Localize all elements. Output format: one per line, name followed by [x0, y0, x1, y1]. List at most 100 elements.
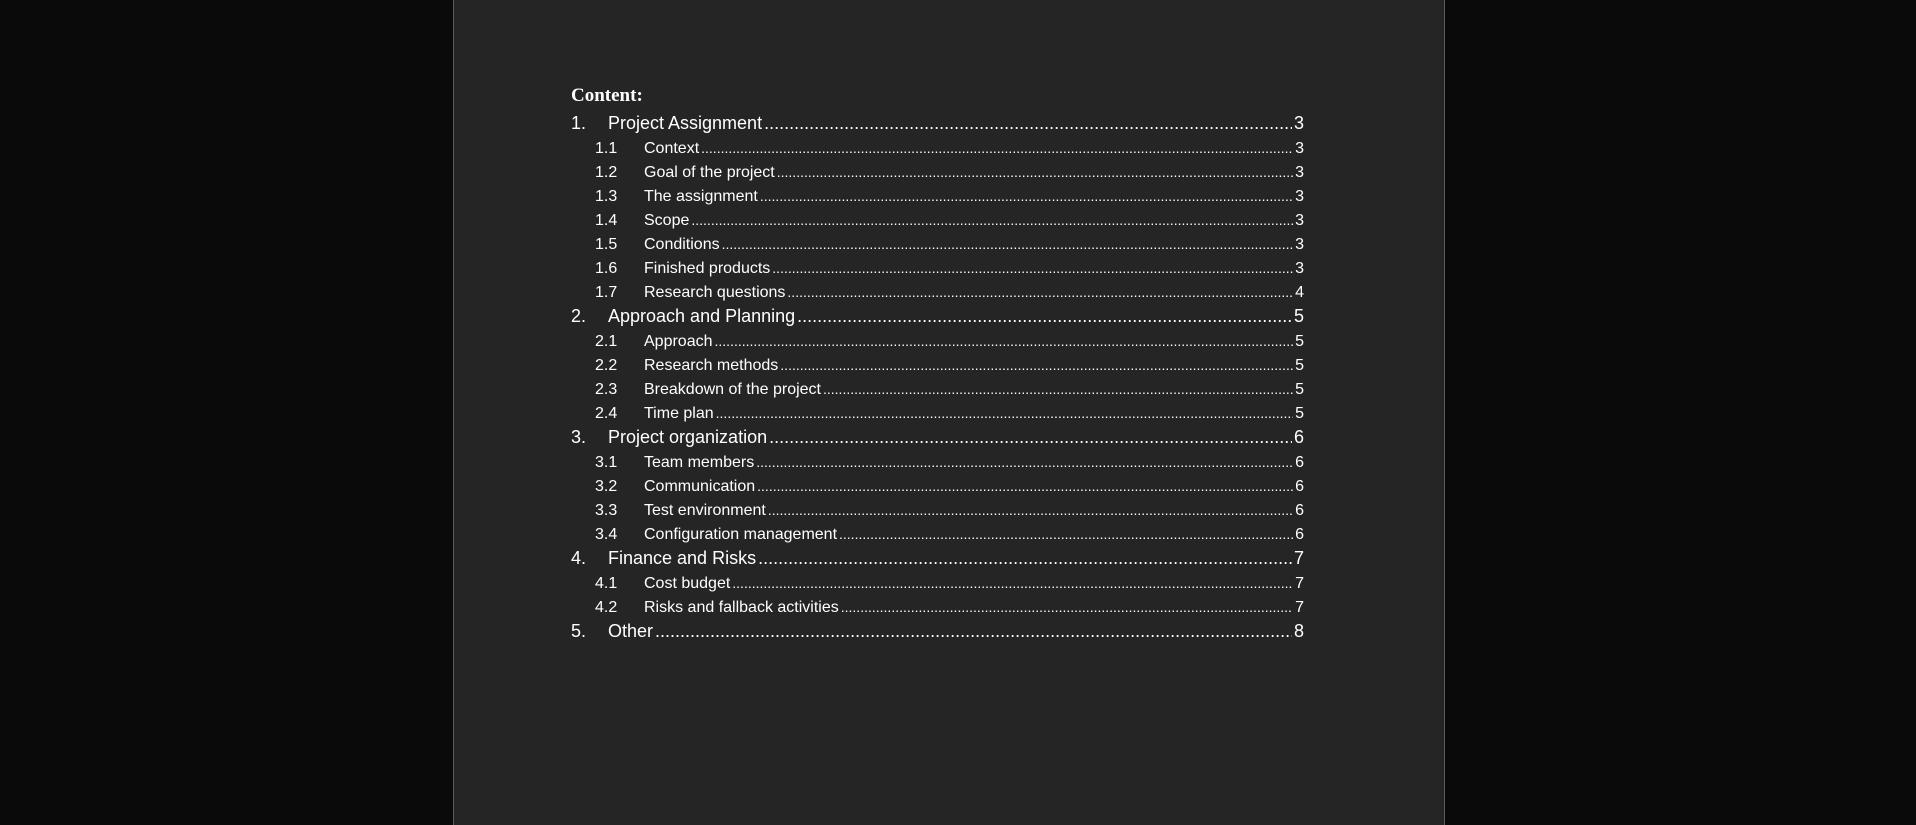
- toc-entry-label: Breakdown of the project: [644, 381, 821, 398]
- toc-dot-leader: [769, 425, 1292, 450]
- toc-entry-label: Research questions: [644, 284, 786, 301]
- toc-entry-chapter[interactable]: 5. Other 8: [571, 619, 1304, 644]
- toc-entry-page-number: 6: [1295, 478, 1304, 495]
- toc-entry-section[interactable]: 3.2 Communication 6: [571, 474, 1304, 498]
- toc-entry-label: Context: [644, 140, 700, 157]
- document-page: Content: 1.Project Assignment31.1Context…: [453, 0, 1445, 825]
- toc-entry-label: Finished products: [644, 260, 771, 277]
- toc-entry-number: 1.6: [595, 260, 618, 277]
- toc-entry-number: 1.4: [595, 212, 618, 229]
- toc-entry-page-number: 7: [1295, 599, 1304, 616]
- toc-entry-page-number: 3: [1295, 260, 1304, 277]
- toc-dot-leader: [655, 619, 1292, 644]
- toc-entry-page-number: 7: [1293, 548, 1304, 568]
- toc-entry-number: 1.2: [595, 164, 618, 181]
- toc-entry-page-number: 5: [1293, 306, 1304, 326]
- toc-entry-number: 3.4: [595, 526, 618, 543]
- toc-entry-page-number: 3: [1295, 236, 1304, 253]
- toc-dot-leader: [701, 136, 1293, 160]
- toc-entry-number: 2.: [571, 306, 587, 326]
- toc-entry-page-number: 7: [1295, 575, 1304, 592]
- toc-entry-label: Configuration management: [644, 526, 838, 543]
- toc-entry-label: Time plan: [644, 405, 714, 422]
- toc-entry-number: 5.: [571, 621, 587, 641]
- toc-dot-leader: [715, 329, 1294, 353]
- toc-entry-section[interactable]: 3.4 Configuration management 6: [571, 522, 1304, 546]
- toc-entry-section[interactable]: 1.1 Context 3: [571, 136, 1304, 160]
- toc-entry-number: 2.2: [595, 357, 618, 374]
- toc-entry-section[interactable]: 4.1 Cost budget 7: [571, 571, 1304, 595]
- toc-dot-leader: [787, 280, 1293, 304]
- toc-entry-label: Project organization: [608, 427, 768, 447]
- toc-entry-label: Approach: [644, 333, 713, 350]
- toc-dot-leader: [691, 208, 1293, 232]
- toc-dot-leader: [823, 377, 1293, 401]
- toc-dot-leader: [732, 571, 1293, 595]
- toc-entry-section[interactable]: 1.5Conditions3: [571, 232, 1304, 256]
- toc-entry-page-number: 5: [1295, 357, 1304, 374]
- toc-dot-leader: [772, 256, 1293, 280]
- table-of-contents: Content: 1.Project Assignment31.1Context…: [571, 80, 1304, 644]
- toc-dot-leader: [758, 546, 1292, 571]
- toc-entry-page-number: 4: [1295, 284, 1304, 301]
- toc-entry-page-number: 3: [1293, 113, 1304, 133]
- toc-entry-chapter[interactable]: 1.Project Assignment3: [571, 111, 1304, 136]
- toc-entry-chapter[interactable]: 4.Finance and Risks7: [571, 546, 1304, 571]
- toc-entry-label: Project Assignment: [608, 113, 763, 133]
- toc-entry-page-number: 6: [1295, 526, 1304, 543]
- toc-dot-leader: [768, 498, 1293, 522]
- toc-entry-page-number: 3: [1295, 140, 1304, 157]
- toc-dot-leader: [780, 353, 1293, 377]
- toc-entry-number: 3.2: [595, 478, 618, 495]
- toc-dot-leader: [757, 474, 1293, 498]
- toc-entry-section[interactable]: 1.4Scope3: [571, 208, 1304, 232]
- toc-entry-label: Test environment: [644, 502, 766, 519]
- toc-entry-page-number: 6: [1293, 427, 1304, 447]
- toc-entry-number: 2.1: [595, 333, 618, 350]
- toc-entry-list: 1.Project Assignment31.1Context31.2Goal …: [571, 111, 1304, 644]
- toc-entry-number: 3.1: [595, 454, 618, 471]
- toc-entry-page-number: 6: [1295, 454, 1304, 471]
- toc-entry-page-number: 5: [1295, 333, 1304, 350]
- toc-entry-number: 3.: [571, 427, 587, 447]
- toc-dot-leader: [760, 184, 1293, 208]
- toc-entry-number: 4.1: [595, 575, 618, 592]
- toc-entry-number: 3.3: [595, 502, 618, 519]
- toc-entry-label: Goal of the project: [644, 164, 775, 181]
- toc-entry-section[interactable]: 2.2 Research methods 5: [571, 353, 1304, 377]
- toc-dot-leader: [764, 111, 1292, 136]
- toc-entry-number: 1.3: [595, 188, 618, 205]
- toc-entry-section[interactable]: 1.2 Goal of the project 3: [571, 160, 1304, 184]
- toc-dot-leader: [756, 450, 1293, 474]
- toc-entry-section[interactable]: 1.3 The assignment 3: [571, 184, 1304, 208]
- toc-dot-leader: [716, 401, 1293, 425]
- toc-dot-leader: [841, 595, 1293, 619]
- toc-dot-leader: [722, 232, 1293, 256]
- toc-entry-page-number: 8: [1293, 621, 1304, 641]
- toc-entry-number: 2.3: [595, 381, 618, 398]
- toc-entry-label: Cost budget: [644, 575, 731, 592]
- toc-entry-label: Conditions: [644, 236, 720, 253]
- toc-dot-leader: [777, 160, 1293, 184]
- toc-entry-label: Communication: [644, 478, 756, 495]
- toc-entry-label: Approach and Planning: [608, 306, 796, 326]
- toc-entry-label: Research methods: [644, 357, 779, 374]
- toc-entry-section[interactable]: 2.1 Approach 5: [571, 329, 1304, 353]
- toc-entry-section[interactable]: 1.6 Finished products 3: [571, 256, 1304, 280]
- toc-title: Content:: [571, 85, 643, 106]
- toc-entry-label: Other: [608, 621, 654, 641]
- toc-entry-page-number: 3: [1295, 188, 1304, 205]
- toc-entry-number: 1.1: [595, 140, 618, 157]
- toc-entry-label: The assignment: [644, 188, 758, 205]
- toc-entry-chapter[interactable]: 3. Project organization 6: [571, 425, 1304, 450]
- toc-entry-chapter[interactable]: 2. Approach and Planning 5: [571, 304, 1304, 329]
- toc-entry-page-number: 3: [1295, 164, 1304, 181]
- toc-entry-label: Scope: [644, 212, 690, 229]
